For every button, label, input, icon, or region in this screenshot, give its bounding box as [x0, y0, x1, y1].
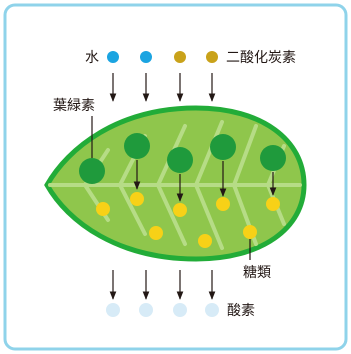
- sugar-7: [198, 234, 212, 248]
- sugar-molecules: [96, 192, 280, 248]
- co2-label: 二酸化炭素: [226, 50, 296, 66]
- sugar-label: 糖類: [243, 265, 271, 281]
- sugar-1: [96, 202, 110, 216]
- output-arrows: [109, 270, 216, 300]
- oxygen-label: 酸素: [227, 303, 255, 319]
- oxygen-2: [139, 303, 153, 317]
- conversion-arrows: [133, 160, 277, 202]
- chlorophyll-label: 葉緑素: [53, 98, 95, 114]
- chloroplasts: [79, 133, 286, 184]
- water-molecule-2: [140, 51, 152, 63]
- sugar-4: [216, 197, 230, 211]
- sugar-5: [266, 197, 280, 211]
- chloroplast-2: [124, 133, 150, 159]
- co2-molecule-1: [174, 51, 186, 63]
- chloroplast-3: [167, 147, 193, 173]
- chloroplast-1: [79, 158, 105, 184]
- sugar-2: [130, 192, 144, 206]
- water-label: 水: [85, 50, 99, 66]
- sugar-8: [243, 225, 257, 239]
- input-arrows: [109, 73, 216, 102]
- sugar-3: [173, 203, 187, 217]
- oxygen-4: [205, 303, 219, 317]
- water-molecule-1: [107, 51, 119, 63]
- sugar-6: [149, 226, 163, 240]
- chloroplast-5: [260, 145, 286, 171]
- oxygen-3: [173, 303, 187, 317]
- chloroplast-4: [210, 134, 236, 160]
- oxygen-1: [106, 303, 120, 317]
- co2-molecule-2: [206, 51, 218, 63]
- oxygen-molecules: [106, 303, 219, 317]
